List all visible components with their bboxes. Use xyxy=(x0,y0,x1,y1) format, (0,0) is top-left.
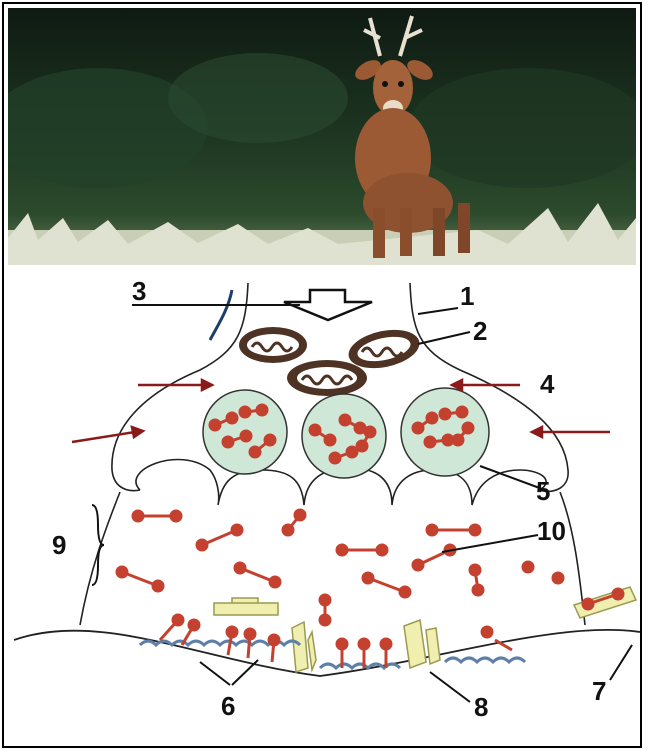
enzyme xyxy=(214,598,278,615)
label-2: 2 xyxy=(473,316,487,346)
vesicle-icon xyxy=(203,390,287,474)
postsynaptic-membrane xyxy=(14,630,640,676)
label-4: 4 xyxy=(540,369,555,399)
mitochondrion-icon xyxy=(287,360,367,396)
label-1: 1 xyxy=(460,281,474,311)
label-3: 3 xyxy=(132,276,146,306)
label-9: 9 xyxy=(52,530,66,560)
vesicle-icon xyxy=(401,388,489,476)
enzyme xyxy=(574,587,636,618)
label-5: 5 xyxy=(536,476,550,506)
receptors xyxy=(140,615,525,668)
ion-channel xyxy=(404,620,440,668)
neurotransmitter-molecules xyxy=(117,510,563,625)
label-7: 7 xyxy=(592,676,606,706)
label-10: 10 xyxy=(537,516,566,546)
mitochondrion-icon xyxy=(239,327,307,363)
membrane-arrow xyxy=(210,290,232,340)
ion-channel xyxy=(292,622,316,672)
vesicle-icon xyxy=(302,394,386,478)
label-8: 8 xyxy=(474,692,488,722)
cleft-left-wall xyxy=(80,492,120,625)
label-6: 6 xyxy=(221,691,235,721)
